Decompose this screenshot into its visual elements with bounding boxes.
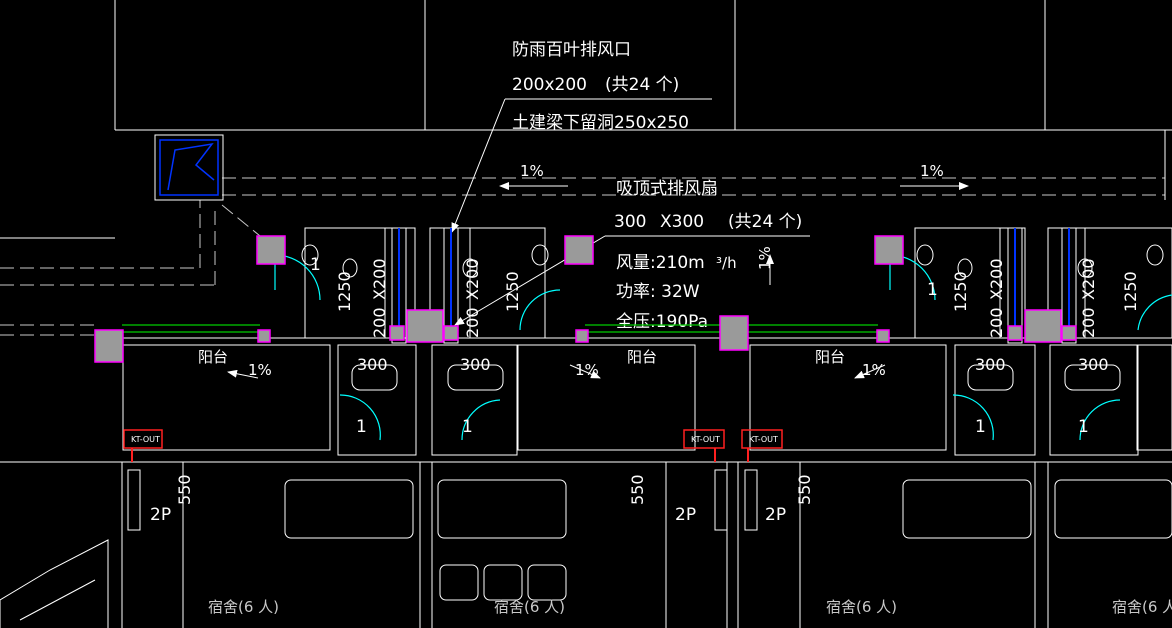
dim-200-c: 200 — [987, 307, 1006, 338]
dim-x200-b: X200 — [463, 259, 482, 301]
svg-text:KT-OUT: KT-OUT — [749, 435, 778, 444]
exhaust-stacks — [391, 227, 1077, 344]
balcony-slope-arrow-2 — [569, 364, 601, 379]
balcony-label-2: 阳台 — [627, 348, 657, 366]
louver-leader — [451, 98, 506, 233]
slope-label-left: 1% — [520, 162, 544, 180]
wc-number-6: 1 — [1078, 417, 1089, 437]
fan-note-airflow-unit: ³/h — [716, 254, 737, 272]
fan-note-size-a: 300 — [614, 212, 646, 232]
wc-block-right — [914, 227, 1172, 456]
dim-x200-d: X200 — [1079, 259, 1098, 301]
fan-note-count: (共24 个) — [728, 212, 802, 232]
outlet-2p-1: 2P — [150, 505, 171, 525]
wc-number-4: 1 — [927, 280, 938, 300]
dorm-label-1: 宿舍(6 人) — [208, 598, 279, 616]
dim-200-b: 200 — [463, 307, 482, 338]
dorm-label-4: 宿舍(6 人) — [1112, 598, 1172, 616]
louver-note-title: 防雨百叶排风口 — [512, 40, 631, 60]
wc-number-5: 1 — [975, 417, 986, 437]
kt-out-unit-3: KT-OUT — [741, 429, 783, 462]
fan-note-airflow: 风量:210m — [616, 253, 705, 273]
dorm-label-2: 宿舍(6 人) — [494, 598, 565, 616]
balcony-walls — [0, 337, 1172, 463]
wc-number-1: 1 — [310, 255, 321, 275]
balcony-label-1: 阳台 — [198, 348, 228, 366]
dim-550-c: 550 — [795, 474, 814, 505]
dim-1250-d: 1250 — [1121, 271, 1140, 312]
dim-1250-c: 1250 — [951, 271, 970, 312]
louver-note-opening: 土建梁下留洞250x250 — [512, 113, 689, 133]
outdoor-exhaust-box — [154, 134, 224, 201]
kt-out-unit-1: KT-OUT — [123, 429, 163, 462]
dim-300-c: 300 — [975, 355, 1006, 374]
slope-label-vertical: 1% — [756, 246, 774, 270]
fan-note-pressure: 全压:190Pa — [616, 312, 708, 332]
dim-1250-b: 1250 — [503, 271, 522, 312]
dorm-walls — [0, 462, 1172, 628]
balcony-slope-1: 1% — [248, 361, 272, 379]
svg-text:KT-OUT: KT-OUT — [131, 435, 160, 444]
fan-note-title: 吸顶式排风扇 — [616, 179, 718, 199]
slope-label-right: 1% — [920, 162, 944, 180]
top-wall-lines — [0, 0, 1172, 239]
fan-note: 吸顶式排风扇 300 X300 (共24 个) 风量:210m ³/h 功率: … — [454, 179, 810, 332]
wc-number-3: 1 — [462, 417, 473, 437]
kt-out-unit-2: KT-OUT — [683, 429, 725, 462]
shafts — [94, 235, 1077, 363]
dim-550-b: 550 — [628, 474, 647, 505]
louver-note-size: 200x200 — [512, 75, 587, 95]
balcony-label-3: 阳台 — [815, 348, 845, 366]
dim-300-a: 300 — [357, 355, 388, 374]
balcony-green-lines — [122, 324, 878, 333]
balcony-slope-arrow-3 — [854, 364, 886, 379]
fan-note-size-x: X300 — [660, 212, 704, 232]
fan-note-power: 功率: 32W — [616, 282, 700, 302]
dim-300-d: 300 — [1078, 355, 1109, 374]
dim-1250-a: 1250 — [335, 271, 354, 312]
outlet-2p-2: 2P — [675, 505, 696, 525]
svg-text:KT-OUT: KT-OUT — [691, 435, 720, 444]
dimensions: 1250 X200 200 X200 200 1250 1250 X200 20… — [175, 259, 1140, 506]
louver-note: 防雨百叶排风口 200x200 (共24 个) 土建梁下留洞250x250 — [451, 40, 712, 233]
dim-x200-a: X200 — [370, 259, 389, 301]
dim-200-d: 200 — [1079, 307, 1098, 338]
dorm-label-3: 宿舍(6 人) — [826, 598, 897, 616]
dim-550-a: 550 — [175, 474, 194, 505]
outlet-2p-3: 2P — [765, 505, 786, 525]
louver-note-count: (共24 个) — [605, 75, 679, 95]
balcony-slope-arrow-1 — [227, 369, 259, 379]
dim-x200-c: X200 — [987, 259, 1006, 301]
main-duct — [0, 177, 1165, 336]
dim-200-a: 200 — [370, 307, 389, 338]
dim-300-b: 300 — [460, 355, 491, 374]
wc-number-2: 1 — [356, 417, 367, 437]
